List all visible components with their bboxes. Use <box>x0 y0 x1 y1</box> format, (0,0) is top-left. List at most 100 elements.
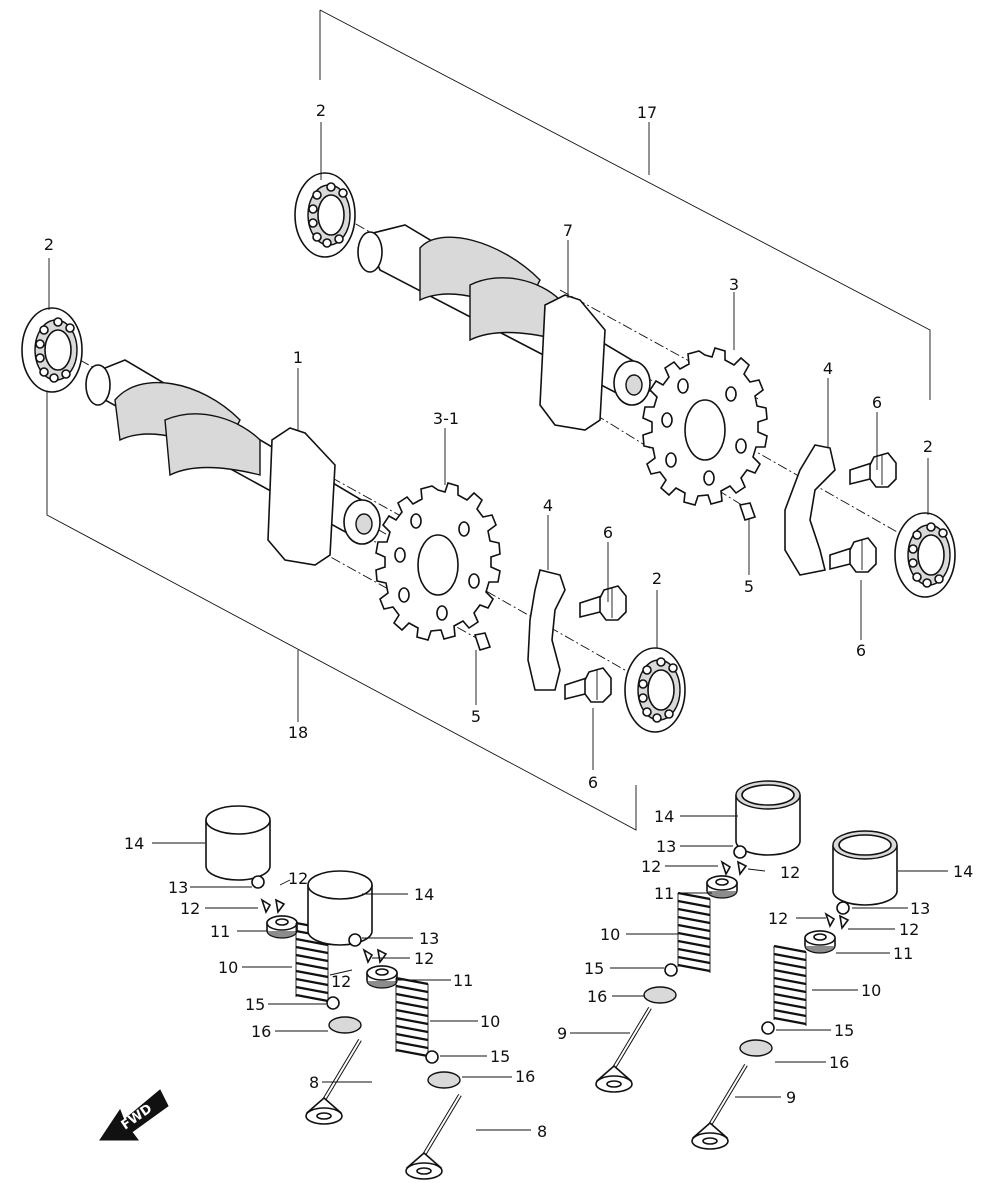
label-11d: 11 <box>893 944 913 963</box>
label-13b: 13 <box>419 929 439 948</box>
label-11c: 11 <box>654 884 674 903</box>
label-1: 1 <box>293 348 303 367</box>
label-15b: 15 <box>490 1047 510 1066</box>
bolt-upper-b <box>829 537 877 573</box>
spring-seat-4 <box>739 1039 773 1057</box>
label-16c: 16 <box>587 987 607 1006</box>
label-3-1: 3-1 <box>433 409 459 428</box>
seal-4 <box>761 1021 775 1035</box>
label-10a: 10 <box>218 958 238 977</box>
label-16a: 16 <box>251 1022 271 1041</box>
tappet-2 <box>307 870 373 946</box>
seal-2 <box>425 1050 439 1064</box>
label-12a: 12 <box>288 869 308 888</box>
bolt-upper-a <box>849 452 897 488</box>
label-10c: 10 <box>600 925 620 944</box>
label-3: 3 <box>729 275 739 294</box>
label-15a: 15 <box>245 995 265 1014</box>
label-12b: 12 <box>180 899 200 918</box>
cotter-1 <box>260 898 286 914</box>
cotter-2 <box>362 948 388 964</box>
spring-seat-2 <box>427 1071 461 1089</box>
fwd-arrow-icon: FWD <box>99 1089 169 1141</box>
bearing-upper-left <box>294 172 356 258</box>
label-18: 18 <box>288 723 308 742</box>
valve-2 <box>404 1093 462 1181</box>
label-2a: 2 <box>316 101 326 120</box>
label-17: 17 <box>637 103 657 122</box>
label-10d: 10 <box>861 981 881 1000</box>
spring-seat-3 <box>643 986 677 1004</box>
label-14d: 14 <box>953 862 973 881</box>
label-12f: 12 <box>780 863 800 882</box>
valve-4 <box>690 1063 748 1151</box>
label-12h: 12 <box>899 920 919 939</box>
label-6c: 6 <box>856 641 866 660</box>
bolt-lower-a <box>579 585 627 621</box>
label-8a: 8 <box>309 1073 319 1092</box>
label-5a: 5 <box>744 577 754 596</box>
spring-seat-1 <box>328 1016 362 1034</box>
tappet-4 <box>832 830 898 906</box>
stopper-plate-upper <box>784 444 836 576</box>
label-9b: 9 <box>786 1088 796 1107</box>
label-2b: 2 <box>44 235 54 254</box>
seal-1 <box>326 996 340 1010</box>
label-12g: 12 <box>768 909 788 928</box>
label-11a: 11 <box>210 922 230 941</box>
label-2d: 2 <box>652 569 662 588</box>
label-15d: 15 <box>834 1021 854 1040</box>
shim-1 <box>251 875 265 889</box>
spring-4 <box>772 944 808 1028</box>
upper-camshaft <box>357 224 651 406</box>
label-13d: 13 <box>910 899 930 918</box>
shim-2 <box>348 933 362 947</box>
label-13a: 13 <box>168 878 188 897</box>
assembly-frame-17 <box>319 9 931 400</box>
sprocket-upper <box>642 347 768 506</box>
valve-3 <box>594 1006 652 1094</box>
cotter-3 <box>720 860 748 876</box>
label-12c: 12 <box>414 949 434 968</box>
label-2c: 2 <box>923 437 933 456</box>
leader-lines <box>48 122 948 1131</box>
lower-holder-plate <box>267 427 336 566</box>
label-14b: 14 <box>414 885 434 904</box>
label-6b: 6 <box>603 523 613 542</box>
sprocket-lower <box>375 482 501 641</box>
bolt-lower-b <box>564 667 612 703</box>
label-5b: 5 <box>471 707 481 726</box>
stopper-plate-lower <box>527 569 566 691</box>
label-8b: 8 <box>537 1122 547 1141</box>
label-12d: 12 <box>331 972 351 991</box>
assembly-frame-18 <box>46 390 637 831</box>
upper-holder-plate <box>539 294 606 431</box>
bearing-lower-left <box>21 307 83 393</box>
retainer-4 <box>804 930 836 954</box>
retainer-2 <box>366 965 398 989</box>
tappet-1 <box>205 805 271 881</box>
label-11b: 11 <box>453 971 473 990</box>
label-13c: 13 <box>656 837 676 856</box>
label-9a: 9 <box>557 1024 567 1043</box>
label-12e: 12 <box>641 857 661 876</box>
bearing-lower-right <box>624 647 686 733</box>
cotter-4 <box>824 912 850 930</box>
retainer-3 <box>706 875 738 899</box>
shim-3 <box>733 845 747 859</box>
retainer-1 <box>266 915 298 939</box>
label-16b: 16 <box>515 1067 535 1086</box>
spring-3 <box>676 891 712 975</box>
label-6d: 6 <box>588 773 598 792</box>
label-10b: 10 <box>480 1012 500 1031</box>
label-6a: 6 <box>872 393 882 412</box>
dowel-pin-upper <box>738 502 757 521</box>
label-4a: 4 <box>823 359 833 378</box>
label-16d: 16 <box>829 1053 849 1072</box>
bearing-upper-right <box>894 512 956 598</box>
label-14a: 14 <box>124 834 144 853</box>
dowel-pin-lower <box>473 632 492 651</box>
spring-2 <box>394 976 430 1060</box>
label-14c: 14 <box>654 807 674 826</box>
label-7: 7 <box>563 221 573 240</box>
